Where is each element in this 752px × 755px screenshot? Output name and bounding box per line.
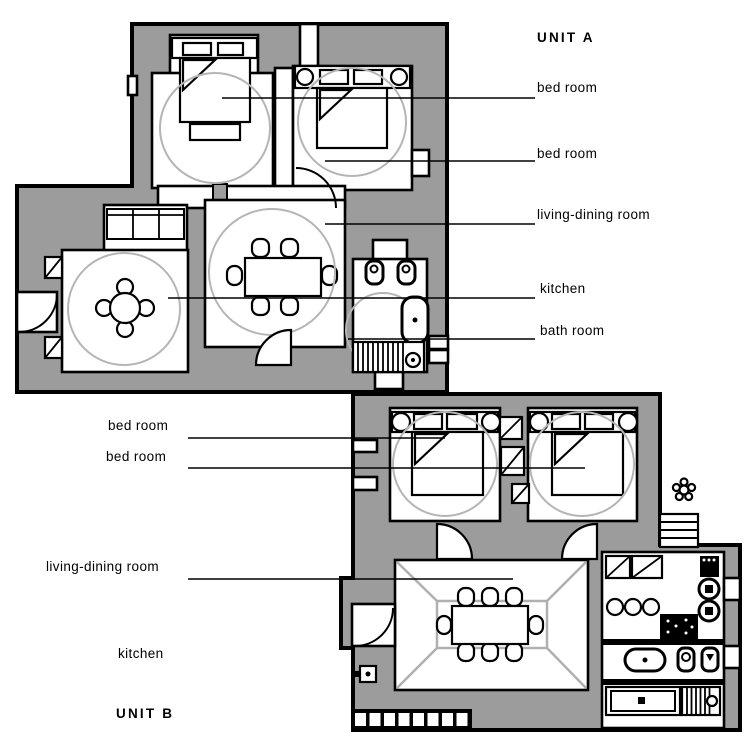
dining-table-a-icon xyxy=(208,208,339,367)
shower-floor-icon xyxy=(351,340,426,374)
door-swing-icon xyxy=(560,522,599,561)
bathroom-a-icons xyxy=(345,259,430,374)
living-b-icons xyxy=(354,561,587,689)
wall-fixture-icon xyxy=(355,664,378,684)
label-a-kitchen: kitchen xyxy=(540,281,586,296)
room-extent-circle xyxy=(392,411,498,517)
toilet-icon xyxy=(676,646,696,673)
plant-ornament-icon xyxy=(671,477,697,502)
door-swing-icon xyxy=(295,167,337,209)
room-extent-circle xyxy=(67,252,181,366)
label-a-bedroom1: bed room xyxy=(537,80,598,95)
round-table-icon xyxy=(94,277,156,339)
room-extent-circle xyxy=(529,411,635,517)
label-a-bath: bath room xyxy=(540,323,605,338)
door-swing-icon xyxy=(254,328,293,367)
leader-lines xyxy=(168,97,585,580)
window-icon xyxy=(106,208,185,240)
kitchen-a-icons xyxy=(18,208,185,366)
label-b-kitchen: kitchen xyxy=(118,646,164,661)
label-a-living: living-dining room xyxy=(537,207,650,222)
kitchen-counter-icon xyxy=(604,554,664,580)
door-swing-icon xyxy=(18,293,58,333)
unit-a-plan xyxy=(15,22,450,394)
bed-b2-icon xyxy=(528,410,639,517)
balcony-windows xyxy=(351,709,472,730)
burner-knobs-icon xyxy=(605,597,661,617)
unit-b-title: UNIT B xyxy=(116,706,175,721)
wash-basin-icon xyxy=(623,647,667,673)
door-swing-icon xyxy=(435,522,474,561)
label-b-bedroom2: bed room xyxy=(106,449,167,464)
stove-icon xyxy=(660,577,721,639)
partition-wall xyxy=(602,679,724,685)
stairs-icon xyxy=(658,512,700,549)
toilet-icon xyxy=(396,259,417,286)
hatch-column-icon xyxy=(43,255,64,360)
toilet-icon xyxy=(364,259,385,286)
label-b-bedroom1: bed room xyxy=(108,418,169,433)
bed-b1-icon xyxy=(390,410,502,517)
room-extent-circle xyxy=(159,72,271,184)
room-extent-circle xyxy=(297,67,407,177)
drain-board-icon xyxy=(680,685,722,717)
kitchen-b-icons xyxy=(602,554,724,717)
unit-b-plan xyxy=(339,392,742,732)
bathtub-icon xyxy=(400,295,430,345)
partition-wall xyxy=(602,639,724,645)
dining-table-b-icon xyxy=(435,586,545,663)
hatch-column-icon xyxy=(498,415,531,505)
bidet-icon xyxy=(700,646,720,673)
unit-a-title: UNIT A xyxy=(537,30,595,45)
label-a-bedroom2: bed room xyxy=(537,146,598,161)
bed-a1-icon xyxy=(159,36,271,184)
sink-icon xyxy=(700,556,719,577)
label-b-living: living-dining room xyxy=(46,559,159,574)
bathtub-icon xyxy=(604,685,682,717)
door-swing-icon xyxy=(354,607,394,647)
